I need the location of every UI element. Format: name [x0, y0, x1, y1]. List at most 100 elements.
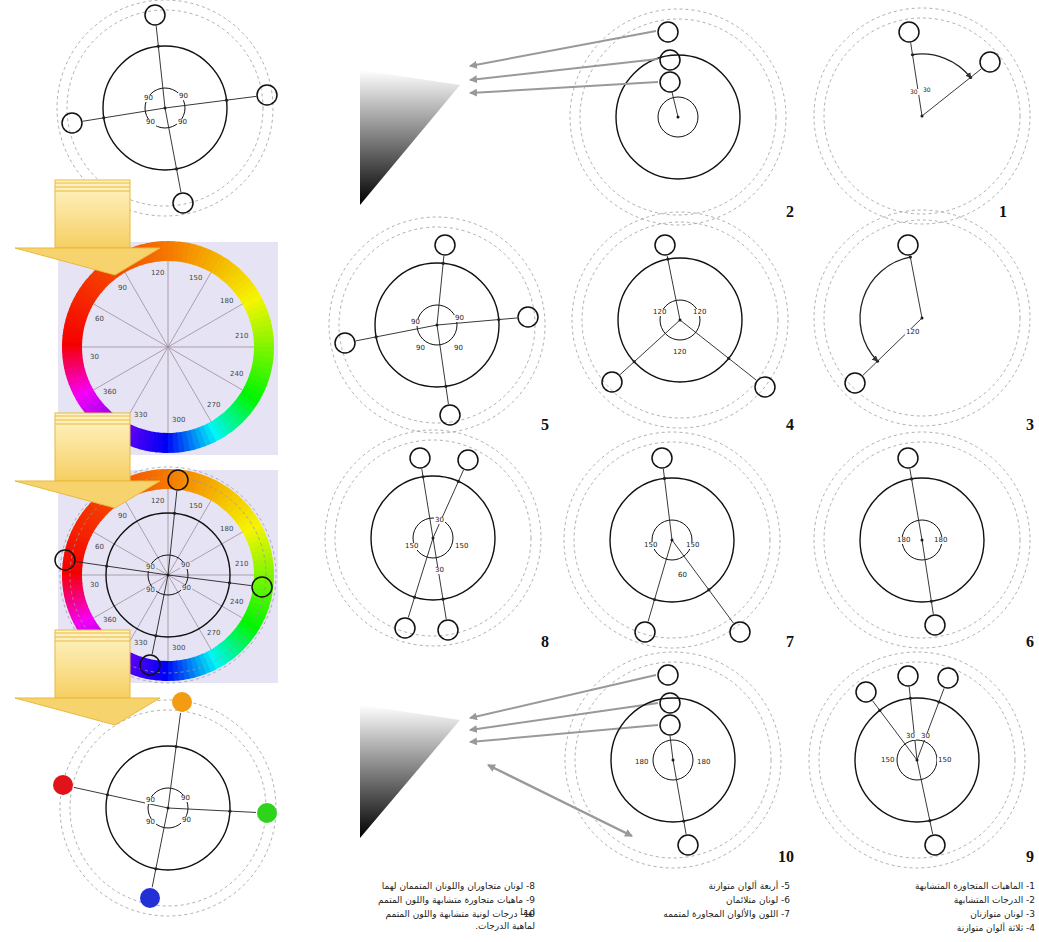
ring: [730, 622, 750, 642]
angle-label: 90: [180, 795, 191, 802]
ring: [819, 662, 1015, 858]
tick-dot: [666, 258, 669, 261]
spoke-line: [667, 256, 680, 320]
spoke-line: [648, 540, 672, 621]
angle-label: 30: [920, 733, 931, 740]
stripe: [55, 641, 130, 642]
angle-label: 270: [206, 402, 221, 409]
angle-label: 60: [94, 544, 105, 551]
panel-number: 7: [786, 634, 794, 650]
spoke-line: [909, 687, 917, 760]
ring: [655, 235, 675, 255]
ring: [440, 405, 460, 425]
ring: [602, 372, 622, 392]
ring: [652, 448, 672, 468]
spoke-line: [917, 760, 933, 834]
ring: [438, 620, 458, 640]
angle-label: 90: [143, 95, 154, 102]
ring: [257, 85, 277, 105]
ring: [678, 835, 698, 855]
hue-segment: [62, 574, 82, 580]
ring: [658, 22, 678, 42]
wheel-spoke: [125, 501, 168, 575]
spoke-line: [76, 562, 168, 575]
arrow: [470, 59, 658, 80]
stripe: [55, 637, 130, 638]
angle-label: 60: [677, 572, 688, 579]
angle-label: 150: [643, 542, 658, 549]
ring: [55, 550, 75, 570]
angle-label: 30: [434, 517, 445, 524]
ring: [660, 693, 680, 713]
tone-triangle: [360, 705, 460, 838]
panel-number: 4: [786, 417, 794, 433]
ring: [62, 113, 82, 133]
spoke-line: [437, 318, 517, 325]
angle-label: 150: [685, 542, 700, 549]
ring: [458, 450, 478, 470]
ring: [572, 212, 788, 428]
panel-number: 9: [1026, 849, 1034, 865]
spoke-line: [672, 92, 678, 117]
spoke-line: [433, 538, 446, 619]
spoke-line: [922, 540, 933, 614]
spoke-line: [917, 688, 944, 760]
tick-dot: [157, 45, 160, 48]
tick-dot: [909, 697, 912, 700]
spoke-line: [620, 320, 680, 375]
ring: [60, 700, 276, 916]
spoke-line: [922, 69, 981, 116]
ring: [168, 470, 188, 490]
ring: [140, 655, 160, 675]
ring: [70, 710, 266, 906]
angle-label: 90: [454, 315, 465, 322]
wheel-spoke: [94, 532, 168, 575]
tick-dot: [682, 819, 685, 822]
angle-label: 90: [410, 319, 421, 326]
stripe: [55, 420, 130, 421]
tick-dot: [375, 335, 378, 338]
angle-label: 300: [171, 417, 186, 424]
angle-label: 180: [219, 526, 234, 533]
ring: [824, 18, 1020, 214]
wheel-spoke: [94, 304, 168, 347]
arrow: [470, 31, 656, 66]
angle-label: 180: [634, 759, 649, 766]
angle-label: 210: [234, 333, 249, 340]
legend-note: 7- اللون والألوان المجاورة لمتممه: [620, 908, 790, 920]
angle-label: 300: [171, 645, 186, 652]
legend-note: 8- لونان متجاوران واللونان المتممان لهما: [365, 880, 535, 892]
ring: [410, 448, 430, 468]
tick-dot: [175, 167, 178, 170]
angle-label: 120: [150, 270, 165, 277]
ring: [980, 52, 1000, 72]
ring: [395, 618, 415, 638]
angle-arc: [912, 54, 971, 78]
spoke-line: [433, 470, 463, 538]
tick-dot: [441, 598, 444, 601]
hue-segment: [254, 569, 274, 575]
ring: [814, 210, 1030, 426]
spoke-line: [680, 320, 756, 380]
ring: [67, 10, 263, 206]
ring: [925, 615, 945, 635]
angle-label: 150: [188, 275, 203, 282]
tick-dot: [928, 819, 931, 822]
panel-number: 6: [1026, 634, 1034, 650]
ring: [329, 217, 545, 433]
spoke-line: [168, 808, 256, 812]
tick-dot: [457, 480, 460, 483]
ring: [660, 72, 680, 92]
tone-triangle: [360, 70, 460, 205]
spoke-line: [863, 318, 922, 375]
ring: [580, 19, 776, 215]
angle-label: 360: [102, 617, 117, 624]
angle-label: 150: [188, 503, 203, 510]
tick-dot: [225, 99, 228, 102]
angle-label: 210: [234, 561, 249, 568]
spoke-line: [168, 491, 177, 575]
tick-dot: [102, 116, 105, 119]
ring: [755, 377, 775, 397]
ring: [845, 373, 865, 393]
angle-label: 90: [117, 285, 128, 292]
